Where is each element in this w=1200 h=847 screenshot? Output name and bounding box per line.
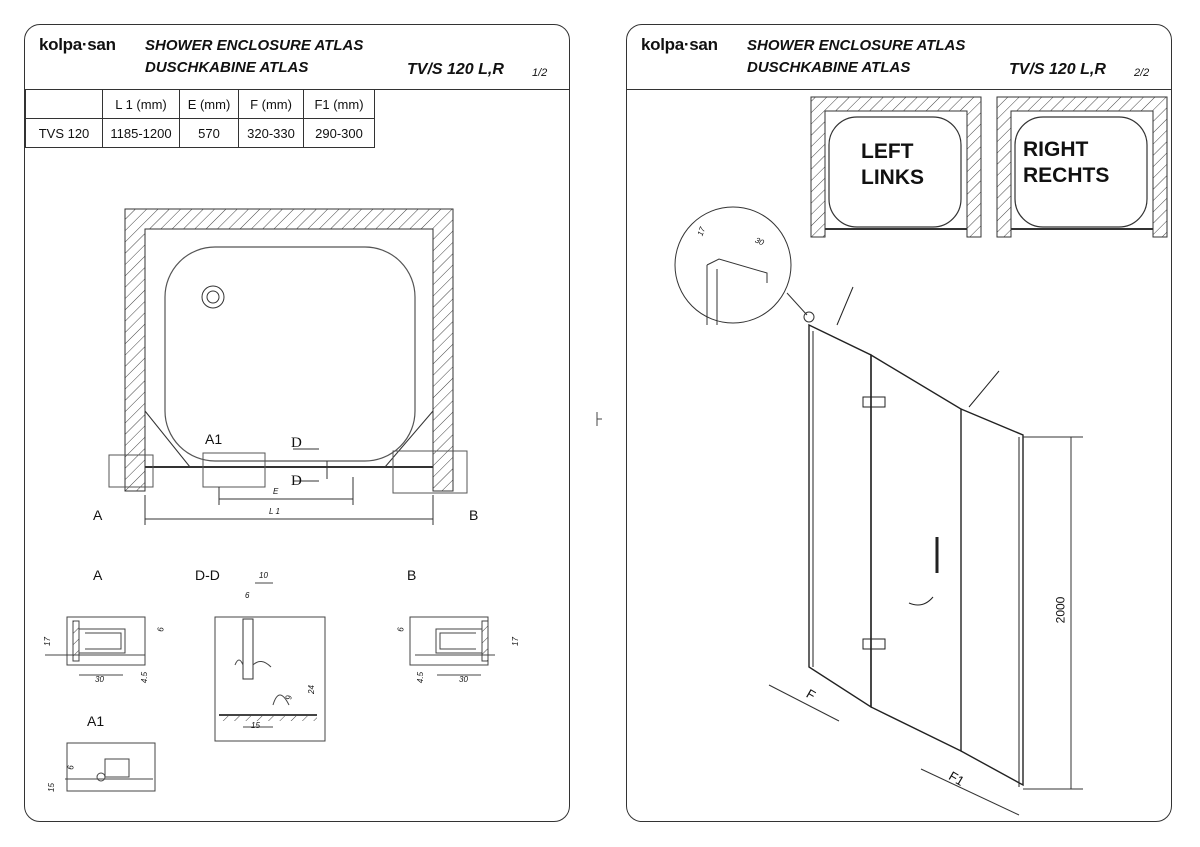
detail-title-a: A <box>93 567 103 583</box>
drawing-sheet-1: kolpa·san SHOWER ENCLOSURE ATLAS DUSCHKA… <box>24 24 570 822</box>
table-header-cell: F1 (mm) <box>303 89 375 119</box>
dim-a-6: 6 <box>156 627 166 632</box>
mini-plan-right <box>996 96 1168 238</box>
title-line-1: SHOWER ENCLOSURE ATLAS <box>145 37 364 54</box>
dim-b-30: 30 <box>459 675 468 684</box>
shower-tray <box>164 246 416 462</box>
height-dim-2000: 2000 <box>1053 596 1068 624</box>
table-cell: 1185-1200 <box>102 118 180 148</box>
page-number: 1/2 <box>532 67 548 79</box>
label-right: RIGHT RECHTS <box>1023 138 1110 187</box>
wall-hatching <box>124 208 454 492</box>
detail-title-b: B <box>407 567 417 583</box>
table-cell: TVS 120 <box>25 118 103 148</box>
detail-view-b-frame <box>409 616 489 666</box>
detail-title-a1: A1 <box>87 713 105 729</box>
dim-dd-9: 9 <box>284 695 294 700</box>
title-line-1: SHOWER ENCLOSURE ATLAS <box>747 37 966 54</box>
detail-views-drawing <box>45 582 495 792</box>
brand-logo: kolpa·san <box>39 35 116 54</box>
dimension-lines <box>768 436 1083 816</box>
detail-title-dd: D-D <box>195 567 220 583</box>
plan-view-drawing <box>108 208 468 525</box>
brand-logo: kolpa·san <box>641 35 718 54</box>
detail-box-b <box>392 450 468 494</box>
page-number: 2/2 <box>1134 67 1150 79</box>
table-cell: 320-330 <box>238 118 304 148</box>
drawing-sheet-2: kolpa·san SHOWER ENCLOSURE ATLAS DUSCHKA… <box>626 24 1172 822</box>
dim-dd-6: 6 <box>245 591 250 600</box>
label-a: A <box>93 507 103 523</box>
header-divider <box>627 89 1171 90</box>
dim-a1-15: 15 <box>46 783 56 792</box>
detail-view-a1-frame <box>66 742 156 792</box>
enclosure-glass <box>808 286 1024 787</box>
dim-dd-15: 15 <box>251 721 260 730</box>
table-header-cell: F (mm) <box>238 89 304 119</box>
dim-b-6: 6 <box>396 627 406 632</box>
detail-box-a <box>108 454 154 488</box>
dim-b-4-5: 4.5 <box>416 671 426 684</box>
dimension-lines <box>144 448 434 525</box>
dim-a-30: 30 <box>95 675 104 684</box>
dim-a-4-5: 4.5 <box>140 671 150 684</box>
label-dim-l1: L 1 <box>269 507 280 516</box>
label-section-d-top: D <box>291 435 302 451</box>
dim-dd-24: 24 <box>306 685 316 694</box>
dim-a1-6: 6 <box>66 765 76 770</box>
mini-plan-left <box>810 96 982 238</box>
drain-icon <box>201 285 225 309</box>
dimension-table: L 1 (mm) E (mm) F (mm) F1 (mm) TVS 120 1… <box>25 89 375 148</box>
isometric-drawing <box>674 96 1168 816</box>
detail-box-a1 <box>202 452 266 488</box>
dim-b-17: 17 <box>510 637 520 646</box>
text-cursor-icon <box>596 412 602 426</box>
dim-dd-10: 10 <box>259 571 268 580</box>
title-line-2: DUSCHKABINE ATLAS <box>747 59 911 76</box>
table-cell: 290-300 <box>303 118 375 148</box>
model-code: TV/S 120 L,R <box>1009 61 1106 78</box>
detail-magnifier <box>674 206 815 325</box>
label-section-d-bottom: D <box>291 473 302 489</box>
table-header-cell <box>25 89 103 119</box>
table-row: TVS 120 1185-1200 570 320-330 290-300 <box>25 118 375 148</box>
table-header-cell: E (mm) <box>179 89 239 119</box>
label-dim-e: E <box>273 487 279 496</box>
detail-view-a-frame <box>66 616 146 666</box>
label-a1: A1 <box>205 431 223 447</box>
dim-a-17: 17 <box>42 637 52 646</box>
label-left: LEFT LINKS <box>861 140 924 189</box>
title-line-2: DUSCHKABINE ATLAS <box>145 59 309 76</box>
label-b: B <box>469 507 479 523</box>
model-code: TV/S 120 L,R <box>407 61 504 78</box>
detail-view-dd-frame <box>214 616 326 742</box>
